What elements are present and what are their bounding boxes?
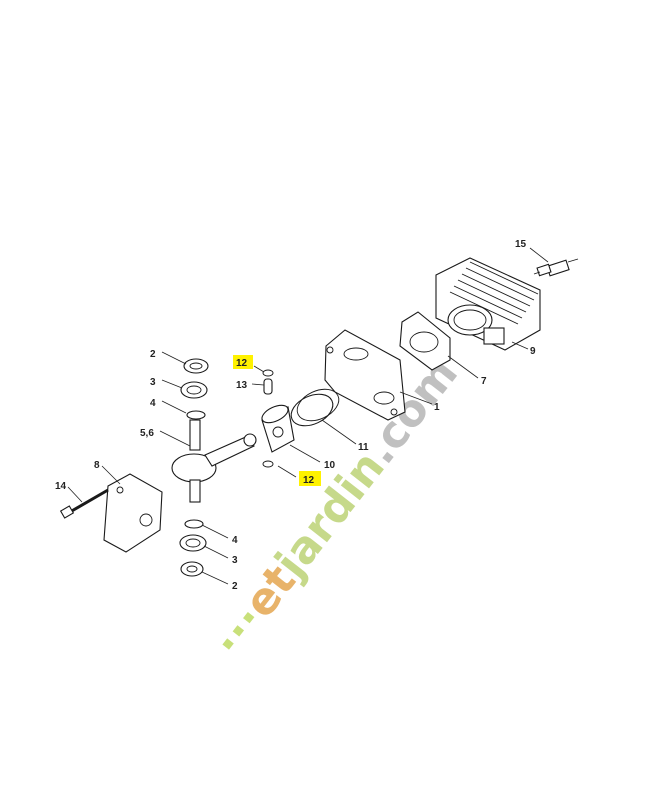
label-11: 11	[358, 442, 369, 453]
part-washer-lower[interactable]	[184, 519, 204, 529]
label-13: 13	[236, 380, 248, 391]
label-4-upper: 4	[150, 398, 156, 409]
part-crankshaft[interactable]	[171, 419, 257, 503]
label-14: 14	[55, 481, 67, 492]
label-1: 1	[434, 402, 440, 413]
part-bolt[interactable]	[59, 488, 109, 519]
part-circlip-upper[interactable]	[262, 369, 274, 377]
label-8: 8	[94, 460, 100, 471]
label-5-6: 5,6	[140, 428, 154, 439]
label-2-upper: 2	[150, 349, 156, 360]
label-15: 15	[515, 239, 527, 250]
highlight-12-lower	[299, 471, 321, 486]
label-12-upper: 12	[236, 358, 248, 369]
label-3-lower: 3	[232, 555, 238, 566]
label-9: 9	[530, 346, 536, 357]
part-circlip-lower[interactable]	[262, 460, 274, 468]
label-2-lower: 2	[232, 581, 238, 592]
part-spark-plug[interactable]	[533, 258, 579, 277]
part-piston-rings[interactable]	[286, 383, 344, 432]
label-3-upper: 3	[150, 377, 156, 388]
watermark-text: ···etjardin.com	[203, 348, 467, 666]
part-seal-lower[interactable]	[180, 561, 204, 577]
highlight-12-upper	[233, 355, 253, 369]
label-7: 7	[481, 376, 487, 387]
part-crankcase-lower[interactable]	[103, 473, 163, 553]
part-crankcase[interactable]	[324, 329, 406, 421]
watermark: ···etjardin.com	[203, 348, 467, 666]
label-10: 10	[324, 460, 336, 471]
part-piston[interactable]	[259, 402, 295, 453]
label-12-lower: 12	[303, 475, 315, 486]
part-gasket[interactable]	[399, 311, 451, 371]
label-4-lower: 4	[232, 535, 238, 546]
part-washer-upper[interactable]	[186, 410, 206, 420]
part-piston-pin[interactable]	[263, 378, 273, 395]
part-seal-upper[interactable]	[183, 358, 209, 374]
part-bearing-upper[interactable]	[180, 381, 208, 399]
part-cylinder[interactable]	[435, 257, 541, 351]
leader-lines	[67, 247, 549, 585]
part-bearing-lower[interactable]	[179, 534, 207, 552]
